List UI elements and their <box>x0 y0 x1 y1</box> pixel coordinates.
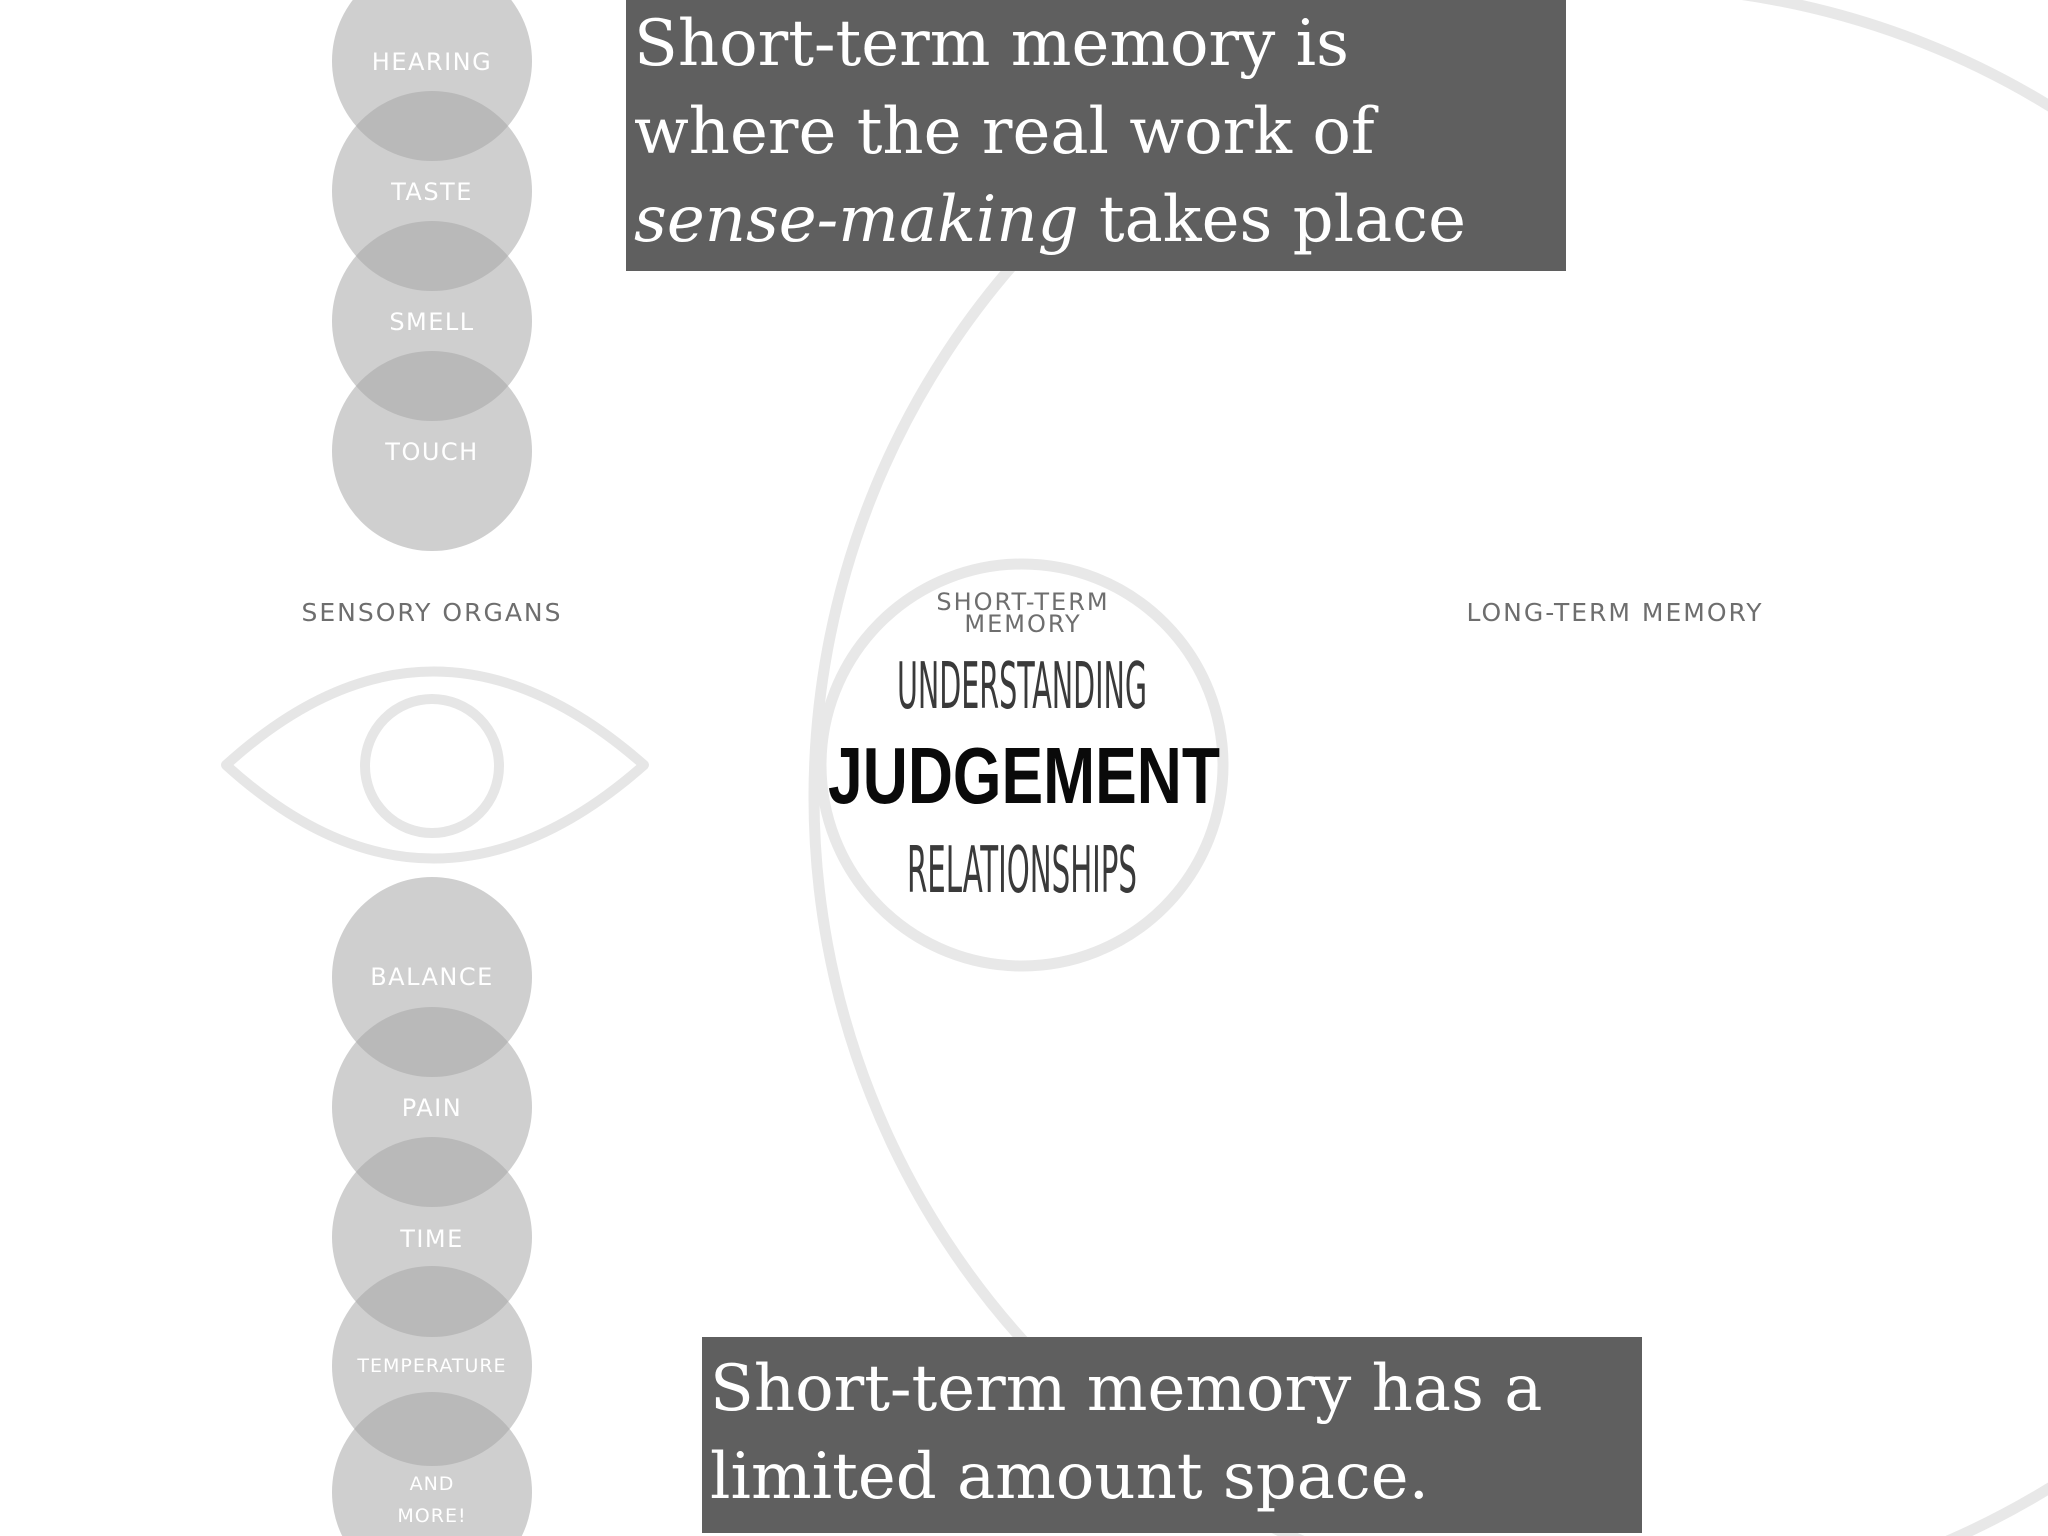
sense-label-time: TIME <box>399 1225 464 1253</box>
sense-label-pain: PAIN <box>402 1094 462 1122</box>
sense-label-and-more-line1: AND <box>410 1473 455 1495</box>
short-term-memory-circle <box>815 558 1229 972</box>
sense-overlap <box>332 1137 532 1207</box>
sense-label-temperature: TEMPERATURE <box>356 1355 506 1377</box>
relationships-word: RELATIONSHIPS <box>907 834 1137 908</box>
sense-overlap <box>332 351 532 421</box>
callout-top-emphasis: sense-making <box>634 183 1079 257</box>
sense-label-touch: TOUCH <box>384 438 478 466</box>
long-term-memory-label: LONG-TERM MEMORY <box>1466 598 1763 627</box>
callout-top-text-end: takes place <box>1078 183 1466 257</box>
sense-overlap <box>332 1392 532 1466</box>
short-term-memory-label-line2: MEMORY <box>964 610 1081 638</box>
sensory-organs-label: SENSORY ORGANS <box>302 598 563 627</box>
callout-bottom-text: Short-term memory has a limited amount s… <box>710 1352 1543 1514</box>
callout-top-text: Short-term memory is where the real work… <box>634 7 1375 169</box>
sense-overlap <box>332 91 532 161</box>
long-term-memory-ring <box>808 0 2048 1536</box>
callout-limited-space: Short-term memory has a limited amount s… <box>702 1337 1642 1533</box>
sense-overlap <box>332 221 532 291</box>
sense-overlap <box>332 1266 532 1337</box>
callout-sense-making: Short-term memory is where the real work… <box>626 0 1566 271</box>
sense-label-and-more-line2: MORE! <box>397 1505 466 1527</box>
sense-label-smell: SMELL <box>389 308 474 336</box>
sense-group-bottom: BALANCE PAIN TIME TEMPERATURE AND MORE! <box>332 877 532 1536</box>
short-term-memory-label-line1: SHORT-TERM <box>936 588 1109 616</box>
eye-icon <box>221 666 649 864</box>
sense-overlap <box>332 1007 532 1077</box>
understanding-word: UNDERSTANDING <box>897 650 1147 724</box>
sense-label-hearing: HEARING <box>372 48 492 76</box>
judgement-word: JUDGEMENT <box>828 731 1220 820</box>
sense-group-top: HEARING TASTE SMELL TOUCH <box>332 0 532 551</box>
sense-label-balance: BALANCE <box>370 963 494 991</box>
sense-label-taste: TASTE <box>390 178 473 206</box>
